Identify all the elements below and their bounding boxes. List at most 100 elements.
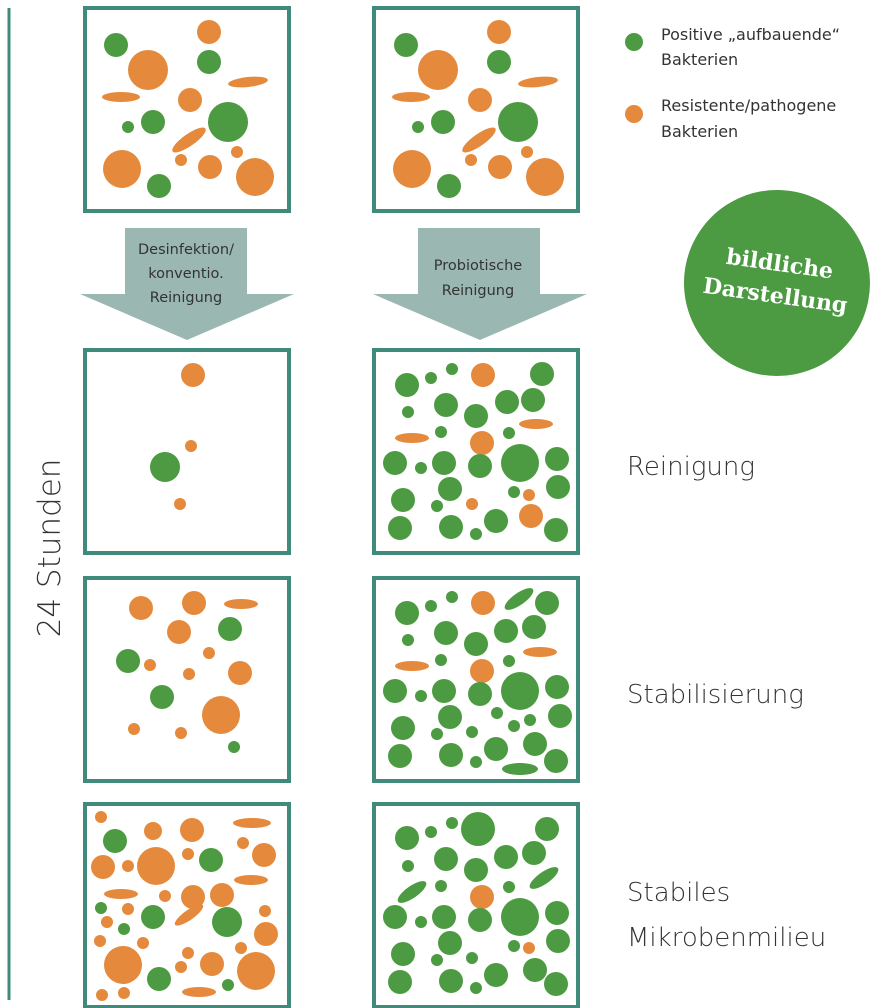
resistant-bacterium: [178, 88, 202, 112]
positive-bacterium: [530, 362, 554, 386]
positive-bacterium: [432, 905, 456, 929]
positive-bacterium: [431, 954, 443, 966]
positive-bacterium: [208, 102, 248, 142]
positive-bacterium: [529, 867, 559, 889]
positive-bacterium: [545, 901, 569, 925]
positive-bacterium: [461, 812, 495, 846]
positive-bacterium: [508, 940, 520, 952]
positive-bacterium: [484, 509, 508, 533]
positive-bacterium: [212, 907, 242, 937]
resistant-bacterium: [523, 489, 535, 501]
resistant-bacterium: [526, 158, 564, 196]
resistant-bacterium: [470, 431, 494, 455]
positive-bacterium: [435, 654, 447, 666]
arrow-probiotic-label-2: Reinigung: [442, 283, 514, 299]
positive-bacterium: [544, 972, 568, 996]
positive-bacterium: [394, 33, 418, 57]
resistant-bacterium: [128, 50, 168, 90]
positive-bacterium: [468, 454, 492, 478]
positive-bacterium: [435, 426, 447, 438]
positive-bacterium: [383, 451, 407, 475]
positive-bacterium: [504, 588, 534, 610]
positive-bacterium: [118, 923, 130, 935]
resistant-bacterium: [392, 92, 430, 102]
positive-bacterium: [415, 462, 427, 474]
legend-resistant-line2: Bakterien: [661, 122, 738, 141]
positive-bacterium: [501, 898, 539, 936]
bacteria-layer: [91, 20, 572, 1001]
positive-bacterium: [522, 615, 546, 639]
positive-bacterium: [470, 982, 482, 994]
resistant-bacterium: [228, 661, 252, 685]
positive-bacterium: [468, 682, 492, 706]
resistant-bacterium: [174, 498, 186, 510]
resistant-bacterium: [224, 599, 258, 609]
resistant-bacterium: [128, 723, 140, 735]
resistant-bacterium: [175, 727, 187, 739]
positive-bacterium: [147, 967, 171, 991]
positive-bacterium: [150, 452, 180, 482]
positive-bacterium: [501, 672, 539, 710]
resistant-bacterium: [102, 92, 140, 102]
stage-label-reinigung: Reinigung: [627, 452, 755, 482]
resistant-bacterium: [122, 903, 134, 915]
resistant-bacterium: [518, 76, 558, 88]
positive-bacterium: [122, 121, 134, 133]
positive-bacterium: [466, 952, 478, 964]
legend-positive-line1: Positive „aufbauende“: [661, 25, 840, 44]
resistant-bacterium: [465, 154, 477, 166]
positive-bacterium: [446, 591, 458, 603]
positive-bacterium: [116, 649, 140, 673]
badge-circle: [684, 190, 870, 376]
green-dot-icon: [625, 33, 643, 51]
resistant-bacterium: [231, 146, 243, 158]
resistant-bacterium: [174, 904, 204, 926]
resistant-bacterium: [144, 659, 156, 671]
positive-bacterium: [523, 732, 547, 756]
resistant-bacterium: [234, 875, 268, 885]
resistant-bacterium: [91, 855, 115, 879]
positive-bacterium: [397, 881, 427, 903]
resistant-bacterium: [175, 961, 187, 973]
positive-bacterium: [412, 121, 424, 133]
resistant-bacterium: [185, 440, 197, 452]
resistant-bacterium: [237, 837, 249, 849]
positive-bacterium: [435, 880, 447, 892]
positive-bacterium: [104, 33, 128, 57]
positive-bacterium: [431, 500, 443, 512]
positive-bacterium: [508, 720, 520, 732]
resistant-bacterium: [418, 50, 458, 90]
resistant-bacterium: [137, 847, 175, 885]
bacteria-stabilisierung-right: [383, 588, 572, 775]
positive-bacterium: [548, 704, 572, 728]
resistant-bacterium: [254, 922, 278, 946]
stage-label-stabilisierung: Stabilisierung: [627, 680, 804, 710]
resistant-bacterium: [393, 150, 431, 188]
resistant-bacterium: [210, 883, 234, 907]
resistant-bacterium: [471, 591, 495, 615]
positive-bacterium: [434, 393, 458, 417]
positive-bacterium: [199, 848, 223, 872]
positive-bacterium: [439, 515, 463, 539]
positive-bacterium: [464, 632, 488, 656]
resistant-bacterium: [488, 155, 512, 179]
resistant-bacterium: [462, 127, 496, 153]
resistant-bacterium: [182, 591, 206, 615]
positive-bacterium: [391, 488, 415, 512]
resistant-bacterium: [101, 916, 113, 928]
positive-bacterium: [508, 486, 520, 498]
positive-bacterium: [535, 817, 559, 841]
positive-bacterium: [438, 931, 462, 955]
badge: bildliche Darstellung: [684, 190, 870, 376]
positive-bacterium: [391, 716, 415, 740]
resistant-bacterium: [180, 818, 204, 842]
legend: Positive „aufbauende“ Bakterien Resisten…: [625, 25, 840, 141]
positive-bacterium: [415, 916, 427, 928]
positive-bacterium: [521, 388, 545, 412]
resistant-bacterium: [395, 433, 429, 443]
resistant-bacterium: [237, 952, 275, 990]
resistant-bacterium: [129, 596, 153, 620]
resistant-bacterium: [471, 363, 495, 387]
positive-bacterium: [388, 744, 412, 768]
